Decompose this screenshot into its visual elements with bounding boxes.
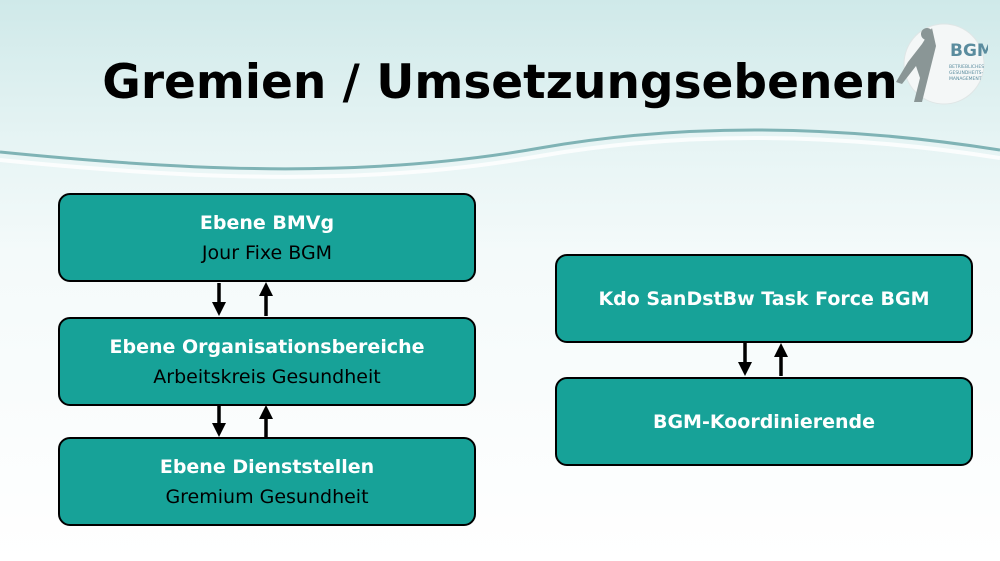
box-heading: Ebene Dienststellen (159, 455, 375, 478)
box-heading: Ebene Organisationsbereiche (109, 335, 425, 358)
logo-figure-icon (896, 28, 936, 102)
box-ebene-organisationsbereiche: Ebene Organisationsbereiche Arbeitskreis… (58, 317, 476, 406)
box-kdo-sandstbw: Kdo SanDstBw Task Force BGM (555, 254, 973, 343)
box-bgm-koordinierende: BGM-Koordinierende (555, 377, 973, 466)
box-heading: Kdo SanDstBw Task Force BGM (598, 287, 930, 310)
logo-subtitle-3: MANAGEMENT (949, 76, 982, 82)
box-subtitle: Gremium Gesundheit (165, 485, 369, 508)
box-ebene-bmvg: Ebene BMVg Jour Fixe BGM (58, 193, 476, 282)
box-ebene-dienststellen: Ebene Dienststellen Gremium Gesundheit (58, 437, 476, 526)
box-subtitle: Arbeitskreis Gesundheit (153, 365, 381, 388)
box-heading: BGM-Koordinierende (652, 410, 876, 433)
logo-subtitle-1: BETRIEBLICHES (949, 64, 984, 70)
bgm-logo: BGM BETRIEBLICHES GESUNDHEITS- MANAGEMEN… (896, 23, 988, 105)
slide-title: Gremien / Umsetzungsebenen (102, 55, 898, 110)
logo-subtitle-2: GESUNDHEITS- (949, 70, 983, 76)
logo-text: BGM (950, 41, 988, 61)
box-subtitle: Jour Fixe BGM (201, 241, 333, 264)
box-heading: Ebene BMVg (199, 211, 335, 234)
